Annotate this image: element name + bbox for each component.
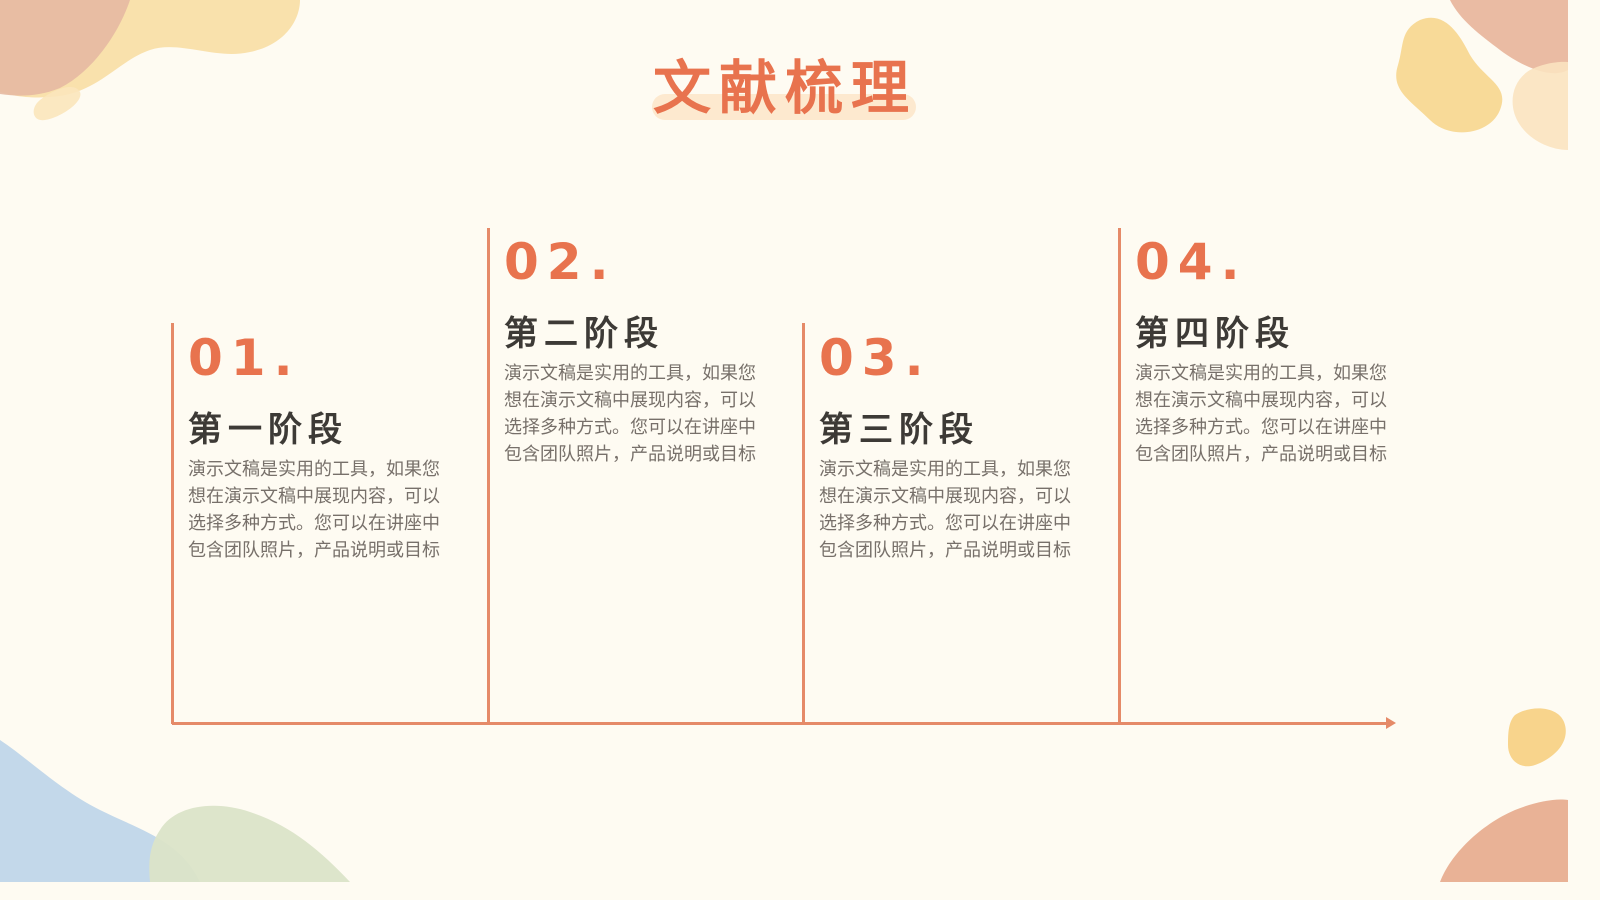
stage-title: 第二阶段: [504, 314, 664, 354]
timeline-axis: [172, 722, 1390, 725]
stage-3-marker-line: [802, 323, 805, 724]
timeline-arrow-icon: [1386, 717, 1396, 729]
title-highlight: [652, 94, 916, 120]
stage-description: 演示文稿是实用的工具，如果您想在演示文稿中展现内容，可以选择多种方式。您可以在讲…: [819, 459, 1071, 561]
stage-2: 02. 第二阶段 演示文稿是实用的工具，如果您想在演示文稿中展现内容，可以选择多…: [504, 234, 774, 468]
title-block: 文献梳理: [650, 52, 920, 128]
stage-description: 演示文稿是实用的工具，如果您想在演示文稿中展现内容，可以选择多种方式。您可以在讲…: [188, 459, 440, 561]
stage-number: 01.: [188, 329, 301, 387]
stage-1-marker-line: [171, 323, 174, 724]
stage-3: 03. 第三阶段 演示文稿是实用的工具，如果您想在演示文稿中展现内容，可以选择多…: [819, 330, 1089, 564]
stage-title: 第四阶段: [1135, 314, 1295, 354]
stage-number: 04.: [1135, 233, 1248, 291]
stage-1: 01. 第一阶段 演示文稿是实用的工具，如果您想在演示文稿中展现内容，可以选择多…: [188, 330, 458, 564]
stage-title: 第三阶段: [819, 410, 979, 450]
stage-title: 第一阶段: [188, 410, 348, 450]
stage-4: 04. 第四阶段 演示文稿是实用的工具，如果您想在演示文稿中展现内容，可以选择多…: [1135, 234, 1405, 468]
stage-description: 演示文稿是实用的工具，如果您想在演示文稿中展现内容，可以选择多种方式。您可以在讲…: [504, 363, 756, 465]
stage-4-marker-line: [1118, 228, 1121, 724]
decorative-blob-bottom-right: [1440, 708, 1568, 882]
slide: 文献梳理 01. 第一阶段 演示文稿是实用的工具，如果您想在演示文稿中展现内容，…: [0, 0, 1568, 882]
decorative-blob-top-right: [1396, 0, 1568, 151]
stage-description: 演示文稿是实用的工具，如果您想在演示文稿中展现内容，可以选择多种方式。您可以在讲…: [1135, 363, 1387, 465]
stage-2-marker-line: [487, 228, 490, 724]
stage-number: 02.: [504, 233, 617, 291]
page-title: 文献梳理: [652, 54, 917, 122]
stage-number: 03.: [819, 329, 932, 387]
decorative-blob-top-left: [0, 0, 300, 121]
decorative-blob-bottom-left: [0, 740, 350, 882]
